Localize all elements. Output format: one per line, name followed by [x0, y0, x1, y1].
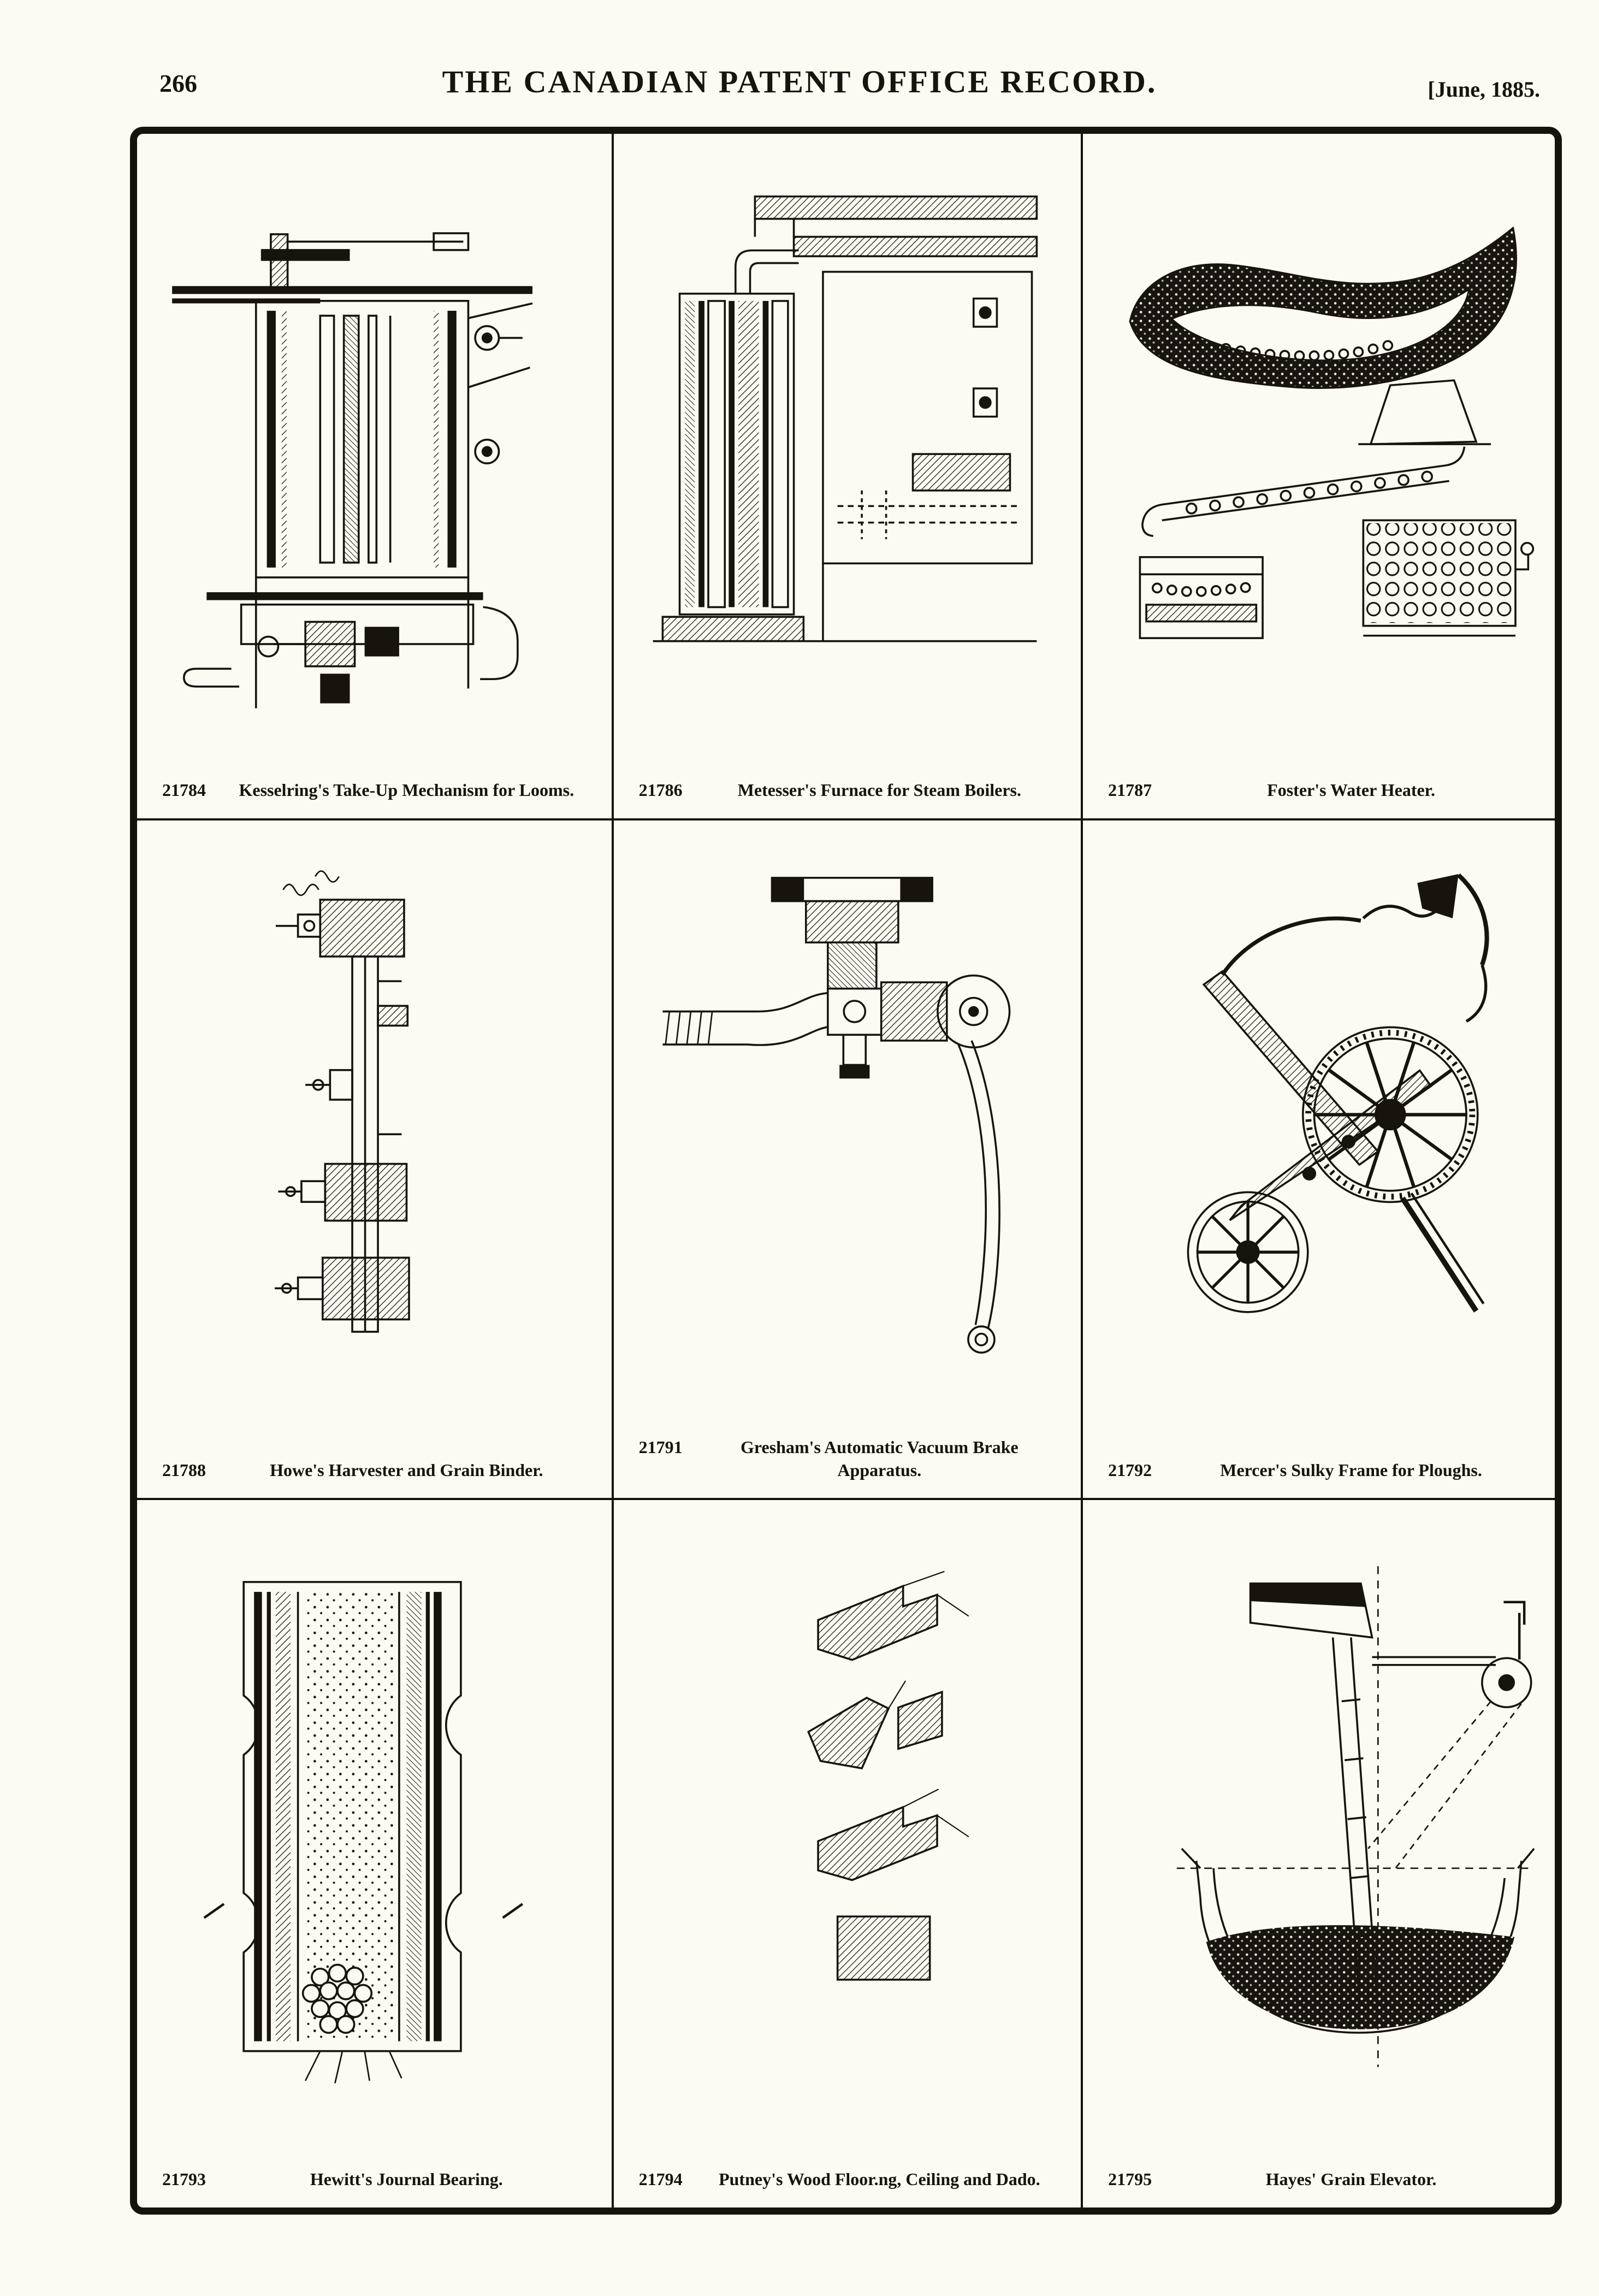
figure-cell-21788: 21788 Howe's Harvester and Grain Binder.	[137, 820, 614, 1501]
patent-title: Metesser's Furnace for Steam Boilers.	[737, 780, 1021, 800]
issue-date: [June, 1885.	[1428, 77, 1540, 102]
patent-number: 21784	[162, 780, 206, 800]
grain-elevator-illustration	[1094, 1508, 1544, 2165]
patent-title: Kesselring's Take-Up Mechanism for Looms…	[239, 780, 575, 800]
page-number: 266	[159, 69, 197, 97]
figure-cell-21793: 21793 Hewitt's Journal Bearing.	[137, 1500, 614, 2208]
patent-title: Foster's Water Heater.	[1267, 780, 1435, 800]
figure-caption: 21793 Hewitt's Journal Bearing.	[148, 2165, 601, 2191]
figure-cell-21794: 21794 Putney's Wood Floor.ng, Ceiling an…	[614, 1500, 1083, 2208]
boiler-furnace-illustration	[625, 141, 1070, 776]
patent-title: Mercer's Sulky Frame for Ploughs.	[1220, 1460, 1482, 1480]
patent-number: 21791	[638, 1437, 683, 1457]
figure-caption: 21792 Mercer's Sulky Frame for Ploughs.	[1094, 1456, 1544, 1482]
figure-caption: 21794 Putney's Wood Floor.ng, Ceiling an…	[625, 2165, 1070, 2191]
patent-number: 21793	[162, 2169, 206, 2189]
figure-grid: 21784 Kesselring's Take-Up Mechanism for…	[130, 127, 1562, 2215]
patent-number: 21792	[1108, 1460, 1152, 1480]
figure-caption: 21791 Gresham's Automatic Vacuum Brake A…	[625, 1433, 1070, 1482]
page-header: 266 THE CANADIAN PATENT OFFICE RECORD. […	[0, 55, 1599, 131]
figure-cell-21787: 21787 Foster's Water Heater.	[1083, 134, 1555, 821]
sulky-frame-illustration	[1094, 828, 1544, 1456]
figure-cell-21795: 21795 Hayes' Grain Elevator.	[1083, 1500, 1555, 2208]
patent-number: 21794	[638, 2169, 683, 2189]
patent-title: Howe's Harvester and Grain Binder.	[270, 1460, 543, 1480]
journal-bearing-illustration	[148, 1508, 601, 2165]
figure-cell-21792: 21792 Mercer's Sulky Frame for Ploughs.	[1083, 821, 1555, 1501]
harvester-illustration	[148, 828, 601, 1456]
figure-caption: 21795 Hayes' Grain Elevator.	[1094, 2165, 1544, 2191]
patent-title: Putney's Wood Floor.ng, Ceiling and Dado…	[719, 2169, 1040, 2189]
patent-number: 21788	[162, 1460, 206, 1480]
water-heater-illustration	[1094, 141, 1544, 776]
patent-number: 21795	[1108, 2169, 1152, 2189]
figure-caption: 21788 Howe's Harvester and Grain Binder.	[148, 1456, 601, 1482]
figure-caption: 21787 Foster's Water Heater.	[1094, 776, 1544, 802]
figure-caption: 21784 Kesselring's Take-Up Mechanism for…	[148, 776, 601, 802]
patent-title: Hayes' Grain Elevator.	[1265, 2169, 1437, 2189]
figure-cell-21791: 21791 Gresham's Automatic Vacuum Brake A…	[613, 820, 1083, 1501]
patent-title: Hewitt's Journal Bearing.	[310, 2169, 503, 2189]
figure-cell-21786: 21786 Metesser's Furnace for Steam Boile…	[613, 134, 1083, 821]
figure-caption: 21786 Metesser's Furnace for Steam Boile…	[625, 776, 1070, 802]
wood-flooring-illustration	[625, 1508, 1070, 2165]
loom-take-up-illustration	[148, 141, 601, 776]
patent-number: 21786	[638, 780, 683, 800]
patent-title: Gresham's Automatic Vacuum Brake Apparat…	[740, 1437, 1018, 1480]
page-title: THE CANADIAN PATENT OFFICE RECORD.	[442, 64, 1157, 99]
figure-cell-21784: 21784 Kesselring's Take-Up Mechanism for…	[137, 134, 614, 821]
patent-number: 21787	[1108, 780, 1152, 800]
vacuum-brake-illustration	[625, 828, 1070, 1433]
